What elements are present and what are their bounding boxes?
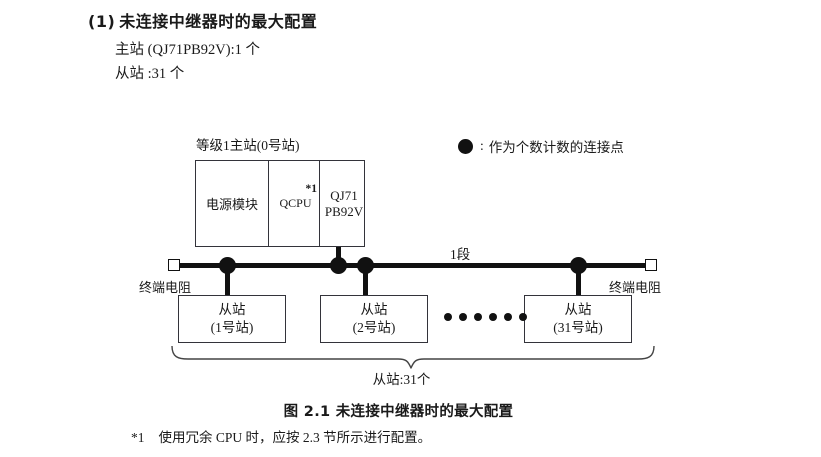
footnote-mark: *1 xyxy=(131,430,145,445)
brace-icon xyxy=(171,345,655,369)
module-qj71pb92v-label-line1: QJ71 xyxy=(330,187,358,203)
slave-station-number: (1号站) xyxy=(210,320,254,335)
legend-colon: : xyxy=(480,138,484,153)
footnote-text: 使用冗余 CPU 时，应按 2.3 节所示进行配置。 xyxy=(158,430,432,445)
connection-point-dot xyxy=(330,257,347,274)
connection-point-dot xyxy=(357,257,374,274)
slave-station-name: 从站 xyxy=(360,301,388,317)
section-heading: (1)未连接中继器时的最大配置 xyxy=(88,8,317,32)
ellipsis-dot xyxy=(504,313,512,321)
connection-point-dot xyxy=(570,257,587,274)
slave-drop-line xyxy=(225,268,230,295)
filled-circle-icon xyxy=(458,138,473,154)
slave-count-brace xyxy=(170,345,656,375)
master-rack: 电源模块 QCPU *1 QJ71 PB92V xyxy=(195,160,365,247)
figure-caption: 图 2.1 未连接中继器时的最大配置 xyxy=(283,404,514,420)
legend: : 作为个数计数的连接点 xyxy=(458,136,624,156)
slave-station-number: (2号站) xyxy=(352,320,396,335)
ellipsis-dots xyxy=(444,313,527,321)
terminating-resistor-right-label: 终端电阻 xyxy=(609,280,662,295)
module-qcpu-label: QCPU xyxy=(279,196,312,210)
ellipsis-dot xyxy=(474,313,482,321)
module-qcpu: QCPU *1 xyxy=(268,161,320,246)
bus-line xyxy=(176,263,654,268)
terminating-resistor-left-label: 终端电阻 xyxy=(139,280,192,295)
section-line-slave: 从站 :31 个 xyxy=(115,66,185,82)
slave-count-label: 从站:31个 xyxy=(372,372,431,387)
footnote: *1 使用冗余 CPU 时，应按 2.3 节所示进行配置。 xyxy=(131,426,431,446)
section-title: 未连接中继器时的最大配置 xyxy=(119,12,318,31)
slave-station-name: 从站 xyxy=(218,301,246,317)
slave-station-box: 从站 (31号站) xyxy=(524,295,632,343)
module-qcpu-note-ref: *1 xyxy=(305,183,318,195)
legend-label: 作为个数计数的连接点 xyxy=(488,140,624,155)
segment-label: 1段 xyxy=(450,247,471,262)
ellipsis-dot xyxy=(444,313,452,321)
slave-station-box: 从站 (2号站) xyxy=(320,295,428,343)
terminating-resistor-left-icon xyxy=(168,259,180,271)
slave-station-box: 从站 (1号站) xyxy=(178,295,286,343)
section-number: (1) xyxy=(88,12,116,31)
slave-station-name: 从站 xyxy=(564,301,592,317)
slave-drop-line xyxy=(576,268,581,295)
module-qj71pb92v: QJ71 PB92V xyxy=(320,161,364,246)
master-station-label: 等级1主站(0号站) xyxy=(196,138,300,153)
ellipsis-dot xyxy=(519,313,527,321)
ellipsis-dot xyxy=(489,313,497,321)
terminating-resistor-right-icon xyxy=(645,259,657,271)
slave-drop-line xyxy=(363,268,368,295)
slave-station-number: (31号站) xyxy=(553,320,603,335)
section-line-master: 主站 (QJ71PB92V):1 个 xyxy=(115,42,261,58)
module-qj71pb92v-label-line2: PB92V xyxy=(324,203,364,219)
module-power-supply-label: 电源模块 xyxy=(205,197,258,212)
module-power-supply: 电源模块 xyxy=(196,161,268,246)
connection-point-dot xyxy=(219,257,236,274)
ellipsis-dot xyxy=(459,313,467,321)
